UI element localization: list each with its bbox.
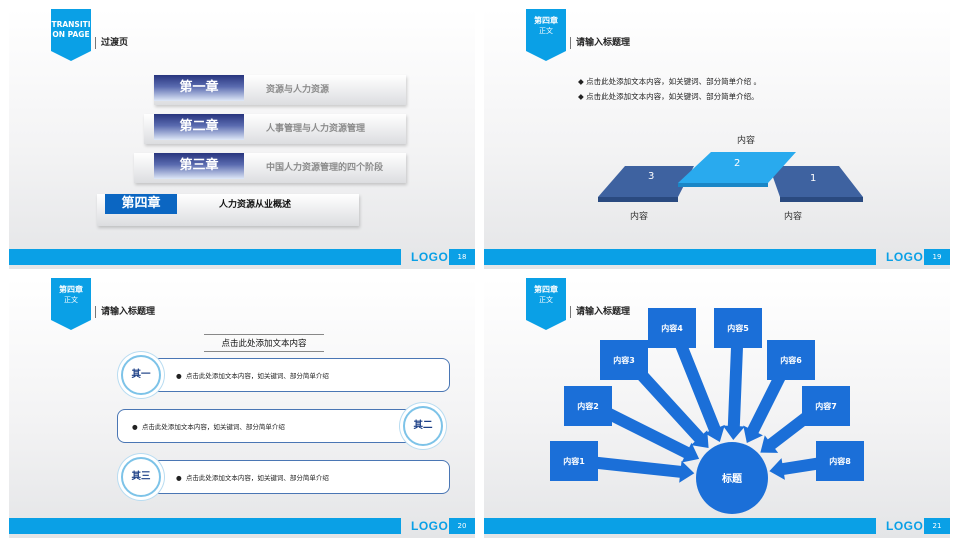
- content-box-label: 内容8: [829, 456, 851, 466]
- radial-arrow: [673, 338, 725, 442]
- radial-arrow: [722, 341, 745, 441]
- radial-arrow: [760, 409, 814, 453]
- page-number: 21: [924, 518, 950, 534]
- bullet-text: 点击此处添加文本内容，如关键词、部分简单介绍 。: [586, 77, 762, 86]
- content-box: [600, 340, 648, 380]
- chapter-row[interactable]: 第二章 人事管理与人力资源管理: [144, 114, 406, 144]
- content-box: [802, 386, 850, 426]
- row-text: ● 点击此处添加文本内容，如关键词、部分简单介绍: [176, 474, 329, 482]
- chapter-tag-text: 第四章: [534, 285, 558, 294]
- podium-third-label: 3: [648, 171, 654, 182]
- list-row[interactable]: ● 点击此处添加文本内容，如关键词、部分简单介绍: [117, 409, 428, 443]
- slide-21[interactable]: 第四章 正文 请输入标题理 标题 内容1 内容2 内容3 内容4 内容5 内容6 内容7 内容…: [484, 278, 950, 538]
- podium-second-label: 2: [734, 158, 740, 169]
- podium-third-top: [598, 166, 694, 197]
- section-header: 点击此处添加文本内容: [204, 334, 324, 352]
- logo: LOGO: [886, 250, 924, 264]
- slide-title: 过渡页: [95, 37, 128, 49]
- footer-bar: [9, 249, 401, 265]
- transition-tag-text: TRANSITI ON PAGE: [51, 20, 91, 39]
- page-number: 20: [449, 518, 475, 534]
- content-box-label: 内容2: [577, 401, 599, 411]
- chapter-row-active[interactable]: 第四章 人力资源从业概述: [97, 194, 359, 226]
- podium-first-top: [769, 166, 863, 197]
- content-box-label: 内容3: [613, 355, 635, 365]
- content-box: [767, 340, 815, 380]
- logo: LOGO: [411, 519, 449, 533]
- logo: LOGO: [411, 250, 449, 264]
- row-badge: 其三: [121, 457, 161, 497]
- chapter-tag-sub: 正文: [64, 296, 78, 304]
- content-box: [648, 308, 696, 348]
- chapter-tag-text: 第四章: [59, 285, 83, 294]
- row-text: ● 点击此处添加文本内容，如关键词、部分简单介绍: [132, 423, 285, 431]
- row-text: ● 点击此处添加文本内容，如关键词、部分简单介绍: [176, 372, 329, 380]
- chapter-text: 人力资源从业概述: [219, 200, 292, 210]
- footer-bar: [9, 518, 401, 534]
- footer-bar: [484, 249, 876, 265]
- radial-arrow: [633, 366, 709, 448]
- chapter-row[interactable]: 第三章 中国人力资源管理的四个阶段: [134, 153, 406, 183]
- chapter-tag-text: 第四章: [534, 16, 558, 25]
- radial-diagram: 标题 内容1 内容2 内容3 内容4 内容5 内容6 内容7 内容8: [550, 308, 864, 514]
- content-box-label: 内容7: [815, 401, 837, 411]
- content-box: [550, 441, 598, 481]
- chapter-tag: 第四章 正文: [526, 9, 566, 61]
- chapter-number: 第一章: [154, 75, 244, 101]
- slide-18[interactable]: TRANSITI ON PAGE 过渡页 第一章 资源与人力资源 第二章 人事管…: [9, 9, 475, 269]
- podium-second-top: [678, 152, 796, 183]
- content-box-label: 内容5: [727, 323, 749, 333]
- footer-bar: [484, 518, 876, 534]
- bullet-item: ◆ 点击此处添加文本内容，如关键词、部分简单介绍 。: [578, 77, 762, 86]
- chapter-number: 第三章: [154, 153, 244, 179]
- row-badge: 其一: [121, 355, 161, 395]
- slide-20[interactable]: 第四章 正文 请输入标题理 点击此处添加文本内容 ● 点击此处添加文本内容，如关…: [9, 278, 475, 538]
- content-box-label: 内容6: [780, 355, 802, 365]
- chapter-row[interactable]: 第一章 资源与人力资源: [154, 75, 406, 105]
- slide-19[interactable]: 第四章 正文 请输入标题理 ◆ 点击此处添加文本内容，如关键词、部分简单介绍 。…: [484, 9, 950, 269]
- podium-diagram: 3 2 1: [598, 152, 863, 202]
- bullet-item: ◆ 点击此处添加文本内容，如关键词、部分简单介绍。: [578, 92, 759, 101]
- list-row[interactable]: ● 点击此处添加文本内容，如关键词、部分简单介绍: [139, 460, 450, 494]
- hub-circle: [696, 442, 768, 514]
- content-box: [714, 308, 762, 348]
- chapter-tag: 第四章 正文: [526, 278, 566, 330]
- chapter-tag-sub: 正文: [539, 296, 553, 304]
- radial-arrow: [743, 369, 788, 443]
- content-label-left: 内容: [630, 212, 649, 222]
- content-box-label: 内容1: [563, 456, 585, 466]
- slide-title: 请输入标题理: [570, 306, 630, 318]
- page-number: 18: [449, 249, 475, 265]
- content-label-top: 内容: [737, 136, 756, 146]
- transition-tag: TRANSITI ON PAGE: [51, 9, 91, 61]
- radial-arrow: [603, 406, 700, 463]
- content-box: [816, 441, 864, 481]
- hub-label: 标题: [721, 472, 743, 485]
- logo: LOGO: [886, 519, 924, 533]
- slide-title: 请输入标题理: [95, 306, 155, 318]
- radial-arrow: [769, 457, 822, 480]
- podium-first-label: 1: [810, 173, 816, 184]
- chapter-text: 人事管理与人力资源管理: [266, 124, 366, 134]
- chapter-number: 第二章: [154, 114, 244, 140]
- chapter-tag: 第四章 正文: [51, 278, 91, 330]
- chapter-number: 第四章: [105, 194, 177, 214]
- bullet-text: 点击此处添加文本内容，如关键词、部分简单介绍。: [586, 92, 759, 101]
- radial-arrow: [593, 456, 695, 483]
- chapter-text: 中国人力资源管理的四个阶段: [266, 163, 384, 173]
- slide-title: 请输入标题理: [570, 37, 630, 49]
- content-box: [564, 386, 612, 426]
- page-number: 19: [924, 249, 950, 265]
- content-box-label: 内容4: [661, 323, 683, 333]
- list-row[interactable]: ● 点击此处添加文本内容，如关键词、部分简单介绍: [139, 358, 450, 392]
- row-badge: 其二: [403, 406, 443, 446]
- chapter-tag-sub: 正文: [539, 27, 553, 35]
- content-label-right: 内容: [784, 212, 803, 222]
- chapter-text: 资源与人力资源: [266, 85, 330, 95]
